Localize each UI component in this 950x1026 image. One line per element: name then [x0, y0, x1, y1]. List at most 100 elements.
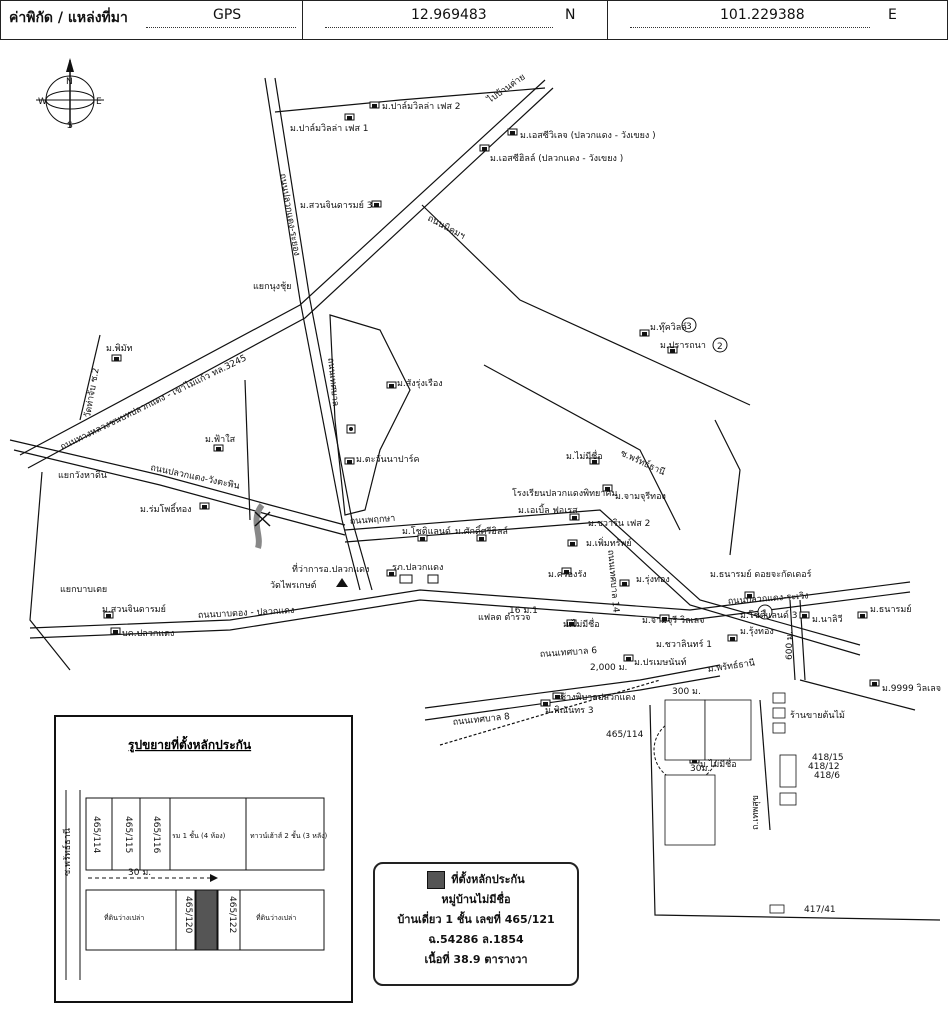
- dotted-line: [325, 27, 553, 28]
- marker-2: 2: [717, 342, 723, 352]
- numbered-markers: 3 2 1: [681, 317, 773, 620]
- place-label: ม.จามจุรีทอง: [615, 491, 666, 502]
- empty-land-label: ที่ดินว่างเปล่า: [256, 913, 296, 922]
- legend-line5: เนื้อที่ 38.9 ตารางวา: [424, 953, 528, 966]
- place-label: ช้างพิบาลปลวกแดง: [560, 692, 636, 703]
- marker-3: 3: [686, 322, 692, 332]
- road-label: ม.พรัทธ์ธานี: [707, 656, 756, 675]
- legend-line3: บ้านเดี่ยว 1 ชั้น เลขที่ 465/121: [397, 913, 555, 926]
- longitude-direction: E: [888, 7, 897, 23]
- place-label: ม.เอสซีฮิลล์ (ปลวกแดง - วังเขยง ): [490, 152, 623, 164]
- road-label: ถนนปลวกแดง-วังตะพิน: [149, 462, 240, 492]
- river: [253, 503, 265, 549]
- place-label: ม.ไม่มีชื่อ: [700, 757, 737, 770]
- place-label: บค.ปลวกแดง: [122, 629, 174, 639]
- compass-s: S: [67, 121, 73, 131]
- longitude-value: 101.229388: [720, 7, 805, 23]
- road-label: 600 ม.: [785, 631, 795, 660]
- collateral-swatch: [427, 871, 446, 889]
- place-label: 418/15: [812, 753, 844, 763]
- place-label: ที่ว่าการอ.ปลวกแดง: [292, 562, 369, 575]
- road-label: แยกวังหาดิน: [58, 470, 107, 481]
- place-label: ม.จามจุรี วิลเลจ: [642, 615, 704, 626]
- place-label: ม.ชวาลินทร์ 1: [656, 638, 712, 650]
- plot-label: 465/114: [91, 816, 101, 854]
- place-label: ม.ตะวันนาปาร์ค: [356, 453, 420, 465]
- place-label: ม.ศักดิ์ศรีฮิลล์: [455, 524, 508, 537]
- place-label: 417/41: [804, 905, 836, 915]
- place-label: ม.เพิ่มทรัพย์: [586, 536, 632, 549]
- legend-line1: ที่ตั้งหลักประกัน: [451, 873, 525, 886]
- place-label: ม.ไม่มีชื่อ: [563, 617, 600, 630]
- place-label: โรงเรียนปลวกแดงพิทยาคม: [512, 488, 617, 499]
- location-map: N S E W: [0, 40, 950, 1026]
- longitude-cell: 101.229388 E: [608, 1, 947, 39]
- place-label: ร้านขายต้นไม้: [790, 710, 845, 721]
- place-label: ม.9999 วิลเลจ: [882, 683, 941, 694]
- coordinate-source-cell: ค่าพิกัด / แหล่งที่มา GPS: [1, 1, 303, 39]
- legend-line2: หมู่บ้านไม่มีชื่อ: [441, 893, 511, 906]
- place-label: ม.ปาล์มวิลล่า เฟส 1: [290, 122, 369, 134]
- place-label: ม.นาลิวี: [812, 614, 843, 625]
- building-label: รม 1 ชั้น (4 ห้อง): [172, 829, 226, 840]
- road-label: ถนนบาบตอง - ปลวกแดง: [198, 606, 295, 621]
- coordinates-header: ค่าพิกัด / แหล่งที่มา GPS 12.969483 N 10…: [0, 0, 948, 40]
- road-label: ซ.พรัทธ์ธานี: [619, 447, 667, 478]
- building-label: ทาวน์เฮ้าส์ 2 ชั้น (3 หลัง): [250, 829, 328, 840]
- inset-title: รูปขยายที่ตั้งหลักประกัน: [128, 735, 252, 753]
- place-label: ม.ธนารมย์: [870, 603, 912, 615]
- place-label: ม.รุ่งทอง: [636, 575, 670, 585]
- road-label: แยกนุงชุ้ย: [253, 281, 291, 292]
- place-label: 465/114: [606, 730, 644, 740]
- latitude-direction: N: [565, 7, 576, 23]
- road-network: [9, 77, 941, 921]
- inset-distance: 30 ม.: [128, 868, 151, 878]
- place-label: ม.ฟ้าใส: [205, 434, 236, 445]
- plot-label: 465/122: [227, 896, 237, 933]
- coordinate-source: GPS: [213, 7, 242, 23]
- road-label: 2,000 ม.: [590, 663, 627, 673]
- place-label: ม.ทุ๊ควิลล์: [650, 321, 687, 333]
- place-label: ม.โชติแลนด์: [402, 525, 451, 537]
- place-label: ม.โชติแลนด์ 3: [740, 609, 797, 621]
- place-label: ม.ร่มโพธิ์ทอง: [140, 502, 192, 515]
- inset-soi-label: ซ.พรัทธ์ธานี: [61, 828, 73, 876]
- road-label: แยกบาบเตย: [60, 585, 107, 595]
- road-label: ไปบ้านค่าย: [485, 71, 528, 106]
- collateral-plot: [195, 889, 218, 951]
- place-label: วัดไพรเกษต์: [270, 579, 317, 591]
- collateral-legend: ที่ตั้งหลักประกัน หมู่บ้านไม่มีชื่อ บ้าน…: [373, 862, 579, 986]
- place-label: ม.ธนารมย์ ดอยจะกัดเดอร์: [710, 568, 812, 580]
- road-label: ถนนปลวกแดง-ระยอง: [277, 173, 301, 257]
- compass-e: E: [96, 97, 102, 107]
- place-label: ม.พิมัท: [106, 343, 133, 354]
- neighbourhood-blocks: [664, 692, 797, 914]
- place-label: ม.สวนจินดารมย์: [102, 603, 166, 615]
- compass-w: W: [38, 97, 47, 107]
- coordinate-label: ค่าพิกัด / แหล่งที่มา: [9, 10, 128, 26]
- place-label: ม.รุ้งทอง: [740, 626, 774, 637]
- place-label: ม.สวนจินดารมย์ 3: [300, 199, 372, 211]
- place-label: ม.เอเบิ้ล ฟอเรส: [518, 503, 578, 516]
- place-label: รภ.ปลวกแดง: [392, 563, 443, 573]
- place-label: ม.ไม่มีชื่อ: [566, 449, 603, 462]
- plot-label: 465/116: [151, 816, 161, 854]
- place-label: แฟลต ตำรวจ: [478, 612, 530, 623]
- map-canvas: N S E W: [9, 58, 941, 1003]
- latitude-value: 12.969483: [411, 7, 487, 23]
- place-labels: ม.ปาล์มวิลล่า เฟส 2 ม.ปาล์มวิลล่า เฟส 1 …: [102, 100, 941, 915]
- compass-rose-icon: N S E W: [36, 58, 104, 131]
- place-label: ม.สังรุ่งเรือง: [397, 378, 443, 389]
- road-label: ถนนพฤกษา: [350, 514, 396, 527]
- plot-label: 465/120: [183, 896, 193, 934]
- road-label: ถนนเทศบาล 6: [540, 646, 598, 660]
- compass-n: N: [66, 77, 73, 87]
- road-label: 30ม.: [690, 764, 710, 774]
- road-label: ถนนปลวกแดง-ระเวิง: [727, 590, 809, 607]
- place-label: ม.ปรารถนา: [660, 341, 706, 351]
- plot-label: 465/115: [123, 816, 133, 853]
- place-label: ม.ครองรัง: [548, 570, 587, 580]
- place-label: ม.ปรเมษนันท์: [634, 656, 687, 668]
- dotted-line: [630, 27, 870, 28]
- housing-markers: [103, 101, 880, 764]
